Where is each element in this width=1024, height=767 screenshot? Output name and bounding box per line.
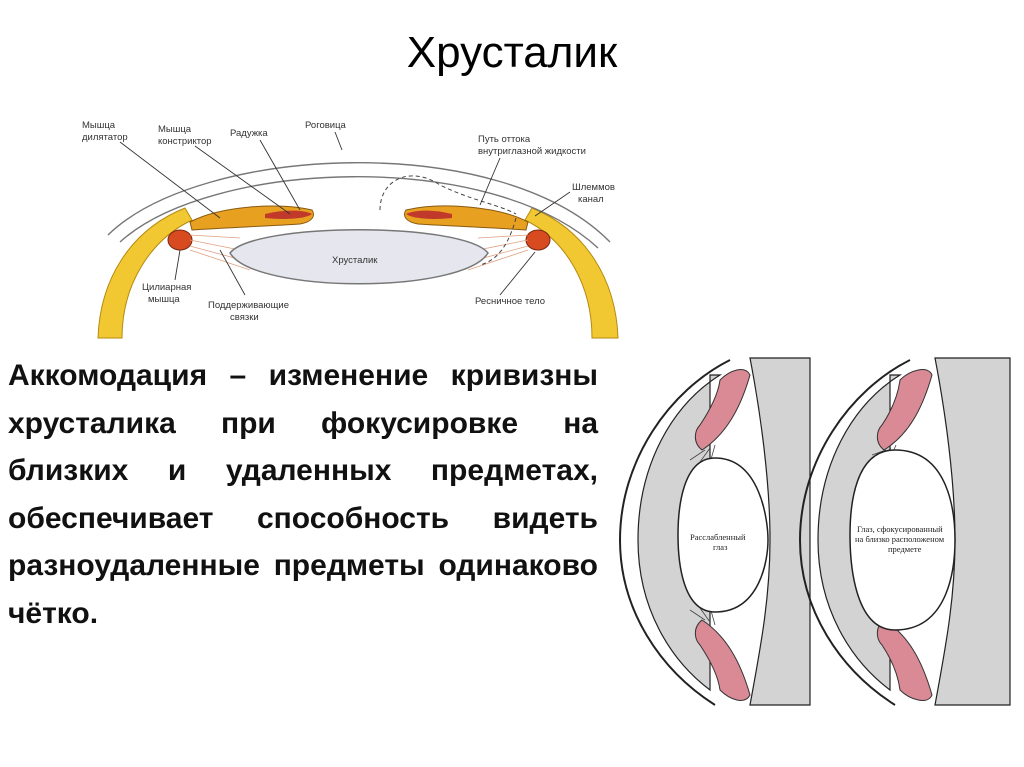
ciliary-muscle-left <box>167 229 193 251</box>
label-ligaments: Поддерживающие <box>208 300 289 311</box>
focused-eye-label-2: на близко расположеном <box>855 534 945 544</box>
focused-eye-lens <box>849 449 956 631</box>
label-ciliary-muscle-2: мышца <box>148 294 180 305</box>
focused-eye-muscle-top <box>876 369 933 451</box>
relaxed-eye-vitreous <box>749 357 811 706</box>
focused-eye-label-3: предмете <box>888 544 922 554</box>
sclera-left <box>97 207 193 339</box>
leader-lines <box>119 131 571 296</box>
label-dilator: Мышца <box>82 120 116 131</box>
focused-eye-label: Глаз, сфокусированный <box>857 524 943 534</box>
label-outflow: Путь оттока <box>478 134 531 145</box>
relaxed-eye-muscle-top <box>694 369 751 451</box>
label-ciliary-muscle: Цилиарная <box>142 282 191 293</box>
relaxed-eye-cornea <box>618 359 731 706</box>
label-constrictor-2: констриктор <box>158 136 212 147</box>
slide-title: Хрусталик <box>406 28 618 77</box>
constrictor-muscle-right <box>406 210 452 219</box>
label-lens: Хрусталик <box>332 255 378 266</box>
label-iris: Радужка <box>230 128 268 139</box>
sclera-right <box>524 207 619 339</box>
label-cornea: Роговица <box>305 120 347 131</box>
cornea <box>107 162 611 243</box>
cornea-inner <box>119 176 599 249</box>
lens <box>229 229 489 285</box>
label-schlemm-2: канал <box>578 194 604 205</box>
focused-eye-cornea <box>798 359 911 706</box>
constrictor-muscle-left <box>265 210 312 219</box>
focused-eye: Глаз, сфокусированный на близко располож… <box>798 357 1011 706</box>
label-ciliary-body: Ресничное тело <box>475 296 545 307</box>
label-constrictor: Мышца <box>158 124 192 135</box>
relaxed-eye-label: Расслабленный <box>690 532 746 542</box>
accommodation-comparison-diagram: Расслабленный глаз Глаз, сфокусированный… <box>618 357 1011 706</box>
label-ligaments-2: связки <box>230 312 259 323</box>
outflow-path <box>379 175 517 266</box>
ciliary-muscle-right <box>525 229 551 251</box>
label-outflow-2: внутриглазной жидкости <box>478 146 586 157</box>
label-dilator-2: дилятатор <box>82 132 128 143</box>
accommodation-description: Аккомодация – изменение кривизны хрустал… <box>8 359 598 630</box>
relaxed-eye: Расслабленный глаз <box>618 357 811 706</box>
relaxed-eye-label-2: глаз <box>713 542 728 552</box>
label-schlemm: Шлеммов <box>572 182 615 193</box>
relaxed-eye-muscle-bottom <box>694 619 751 701</box>
relaxed-eye-lens <box>677 457 769 613</box>
eye-anterior-diagram: Мышца дилятатор Мышца констриктор Радужк… <box>82 120 619 339</box>
